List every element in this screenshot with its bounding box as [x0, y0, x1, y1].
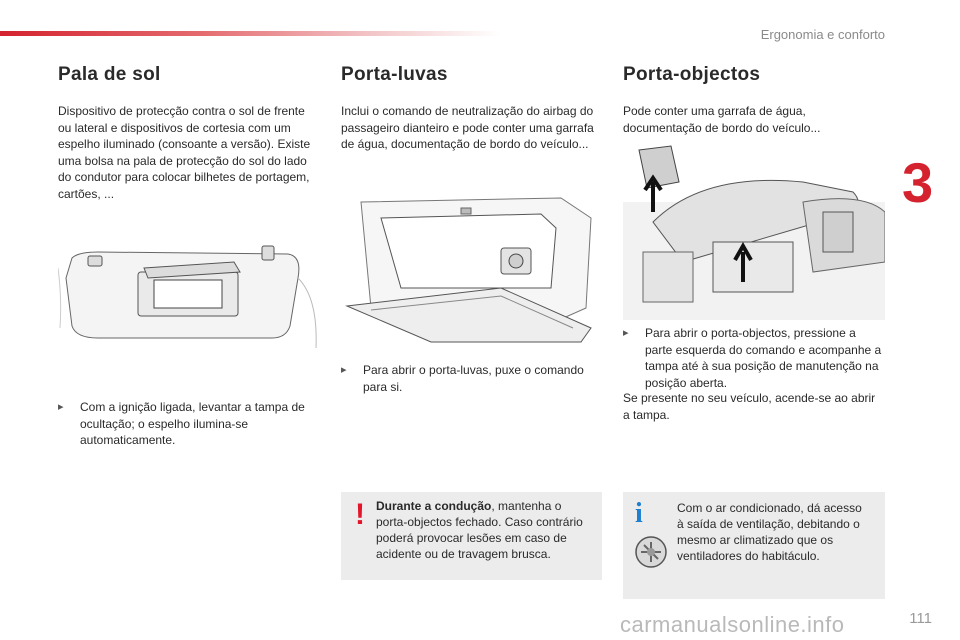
running-head: Ergonomia e conforto [760, 27, 885, 42]
section-title-sun-visor: Pala de sol [58, 64, 161, 85]
chapter-number: 3 [902, 151, 934, 214]
glovebox-illustration [345, 197, 592, 343]
info-text: Com o ar condicionado, dá acesso à saída… [677, 501, 862, 563]
bullet-marker-icon: ▸ [341, 364, 347, 376]
page-number: 111 [909, 610, 932, 627]
bullet-marker-icon: ▸ [58, 401, 64, 413]
glovebox-intro: Inclui o comando de neutralização do air… [341, 104, 594, 151]
sun-visor-bullet: ▸ Com a ignição ligada, levantar a tampa… [58, 400, 305, 447]
air-vent-icon [635, 536, 667, 568]
section-title-storage: Porta-objectos [623, 64, 761, 85]
sun-visor-intro: Dispositivo de protecção contra o sol de… [58, 104, 311, 201]
storage-intro: Pode conter uma garrafa de água, documen… [623, 104, 821, 135]
glovebox-bullet: ▸ Para abrir o porta-luvas, puxe o coman… [341, 363, 584, 394]
info-box: i Com o ar condicionado, dá acesso à saí… [623, 492, 885, 599]
warning-text: Durante a condução, mantenha o porta-obj… [376, 499, 583, 561]
bullet-marker-icon: ▸ [623, 327, 629, 339]
warning-box: ! Durante a condução, mantenha o porta-o… [341, 492, 602, 580]
section-title-glovebox: Porta-luvas [341, 64, 448, 85]
storage-illustration [623, 145, 885, 320]
watermark: carmanualsonline.info [620, 612, 845, 637]
warning-exclamation-icon: ! [355, 498, 365, 531]
storage-after-text: Se presente no seu veículo, acende-se ao… [623, 391, 876, 422]
header-accent-bar [0, 31, 500, 36]
storage-bullet: ▸ Para abrir o porta-objectos, pressione… [623, 326, 882, 390]
info-icon: i [635, 498, 643, 529]
sun-visor-illustration [58, 245, 317, 349]
